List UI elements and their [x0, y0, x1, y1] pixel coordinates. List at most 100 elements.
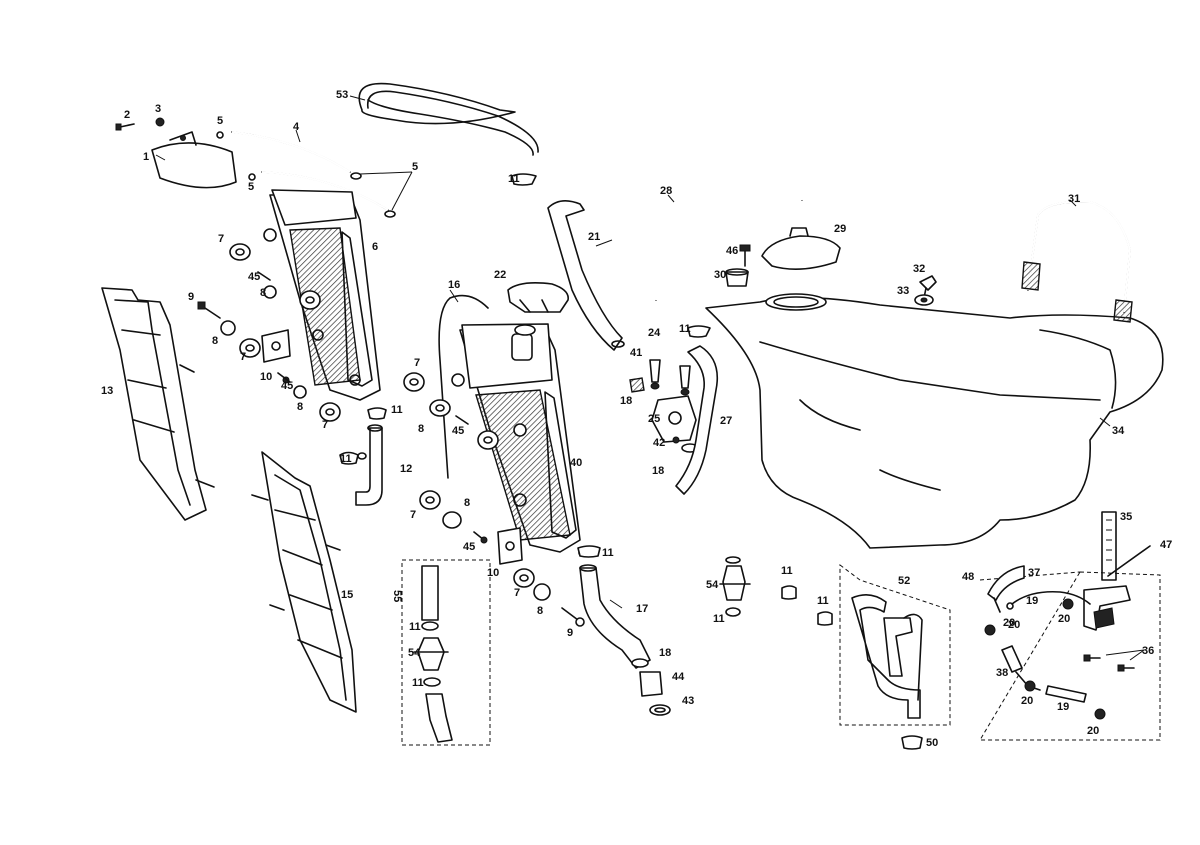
callout-16: 16	[448, 279, 460, 291]
callout-33: 33	[897, 285, 909, 297]
callout-34: 34	[1112, 425, 1125, 437]
callout-24: 24	[648, 327, 661, 339]
bracket-part-10-lower	[497, 527, 523, 565]
leader-lines	[155, 95, 1145, 661]
callout-29: 29	[834, 223, 846, 235]
hose-part-21	[547, 200, 625, 351]
callout-11-g: 11	[817, 595, 829, 607]
callout-10-a: 10	[260, 371, 272, 383]
fuel-tank-part-34	[705, 293, 1164, 549]
callout-11-a: 11	[508, 173, 520, 185]
radiator-shroud-part-15	[251, 451, 357, 713]
callout-13: 13	[101, 385, 113, 397]
callout-20-a: 20	[1008, 619, 1020, 631]
callout-54-a: 54	[706, 579, 719, 591]
callout-11-i: 11	[409, 621, 421, 633]
callout-11-e: 11	[602, 547, 614, 559]
callout-11-d: 11	[679, 323, 691, 335]
callout-36: 36	[1142, 645, 1154, 657]
callout-8-e: 8	[464, 497, 470, 509]
overflow-hose-part-53	[358, 82, 539, 156]
callout-11-b: 11	[391, 404, 403, 416]
callout-45-b: 45	[281, 380, 293, 392]
callout-7-e: 7	[410, 509, 416, 521]
hose-kit-part-52	[839, 564, 951, 726]
callout-53: 53	[336, 89, 348, 101]
callout-17: 17	[636, 603, 648, 615]
radiator-guard-part-1	[151, 131, 237, 189]
callout-5-a: 5	[217, 115, 223, 127]
callout-19-a: 19	[1026, 595, 1038, 607]
callout-18-c: 18	[659, 647, 671, 659]
fuel-line-kit-box	[979, 565, 1161, 741]
clamp-part-41	[629, 377, 645, 393]
callout-54-b: 54	[408, 647, 421, 659]
callout-3: 3	[155, 103, 161, 115]
callout-32: 32	[913, 263, 925, 275]
bushing-part-30	[725, 268, 749, 287]
callout-50: 50	[926, 737, 938, 749]
callout-20-c: 20	[1021, 695, 1033, 707]
callout-8-a: 8	[260, 287, 266, 299]
callout-9-b: 9	[567, 627, 573, 639]
callout-7-c: 7	[322, 419, 328, 431]
callout-46: 46	[726, 245, 738, 257]
washer-part-42	[672, 436, 680, 444]
screws-part-45-right	[455, 415, 488, 544]
callout-25: 25	[648, 413, 660, 425]
callout-12: 12	[400, 463, 412, 475]
bolt-part-46	[739, 244, 751, 267]
callout-43: 43	[682, 695, 694, 707]
callout-8-b: 8	[212, 335, 218, 347]
callout-40: 40	[570, 457, 582, 469]
callout-11-h: 11	[713, 613, 725, 625]
bolt-part-9-upper	[197, 301, 221, 319]
callout-7-a: 7	[218, 233, 224, 245]
screws-part-45-left	[257, 271, 291, 384]
right-radiator-part-40	[451, 323, 581, 553]
callout-45-c: 45	[452, 425, 464, 437]
callout-19-b: 19	[1057, 701, 1069, 713]
callout-11-j: 11	[412, 677, 424, 689]
callout-20-e: 20	[1003, 617, 1015, 629]
clamp-parts-5	[216, 131, 413, 218]
bolt-part-9-lower	[561, 607, 585, 627]
callout-18-b: 18	[652, 465, 664, 477]
callout-45-a: 45	[248, 271, 260, 283]
fitting-part-54-standalone	[719, 556, 751, 617]
callout-37: 37	[1028, 567, 1040, 579]
callout-35: 35	[1120, 511, 1132, 523]
radiator-shroud-part-13	[101, 287, 215, 521]
callout-21: 21	[588, 231, 600, 243]
callout-15: 15	[341, 589, 353, 601]
left-radiator-part-6	[263, 189, 381, 401]
callout-8-c: 8	[297, 401, 303, 413]
callout-10-b: 10	[487, 567, 499, 579]
ring-parts-11-mid	[511, 173, 711, 338]
callout-27: 27	[720, 415, 732, 427]
callout-47: 47	[1160, 539, 1172, 551]
ring-part-50	[901, 735, 923, 750]
callout-22: 22	[494, 269, 506, 281]
tank-cap-part-29	[761, 227, 841, 270]
callout-1: 1	[143, 151, 149, 163]
callout-30: 30	[714, 269, 726, 281]
callout-45-d: 45	[463, 541, 475, 553]
hose-kit-part-55	[401, 559, 491, 746]
hose-part-4	[231, 131, 389, 211]
fittings-parts-18-43-44	[631, 658, 671, 716]
callout-20-d: 20	[1087, 725, 1099, 737]
hose-part-27	[675, 345, 719, 495]
callout-8-d: 8	[418, 423, 424, 435]
hose-part-12	[355, 408, 383, 506]
radiator-cap-part-22	[507, 282, 569, 336]
callout-38: 38	[996, 667, 1008, 679]
callout-52: 52	[898, 575, 910, 587]
fuel-petcock-part-35	[1101, 511, 1117, 581]
callout-2: 2	[124, 109, 130, 121]
callout-5-b: 5	[248, 181, 254, 193]
callout-4: 4	[293, 121, 300, 133]
callout-7-d: 7	[414, 357, 420, 369]
